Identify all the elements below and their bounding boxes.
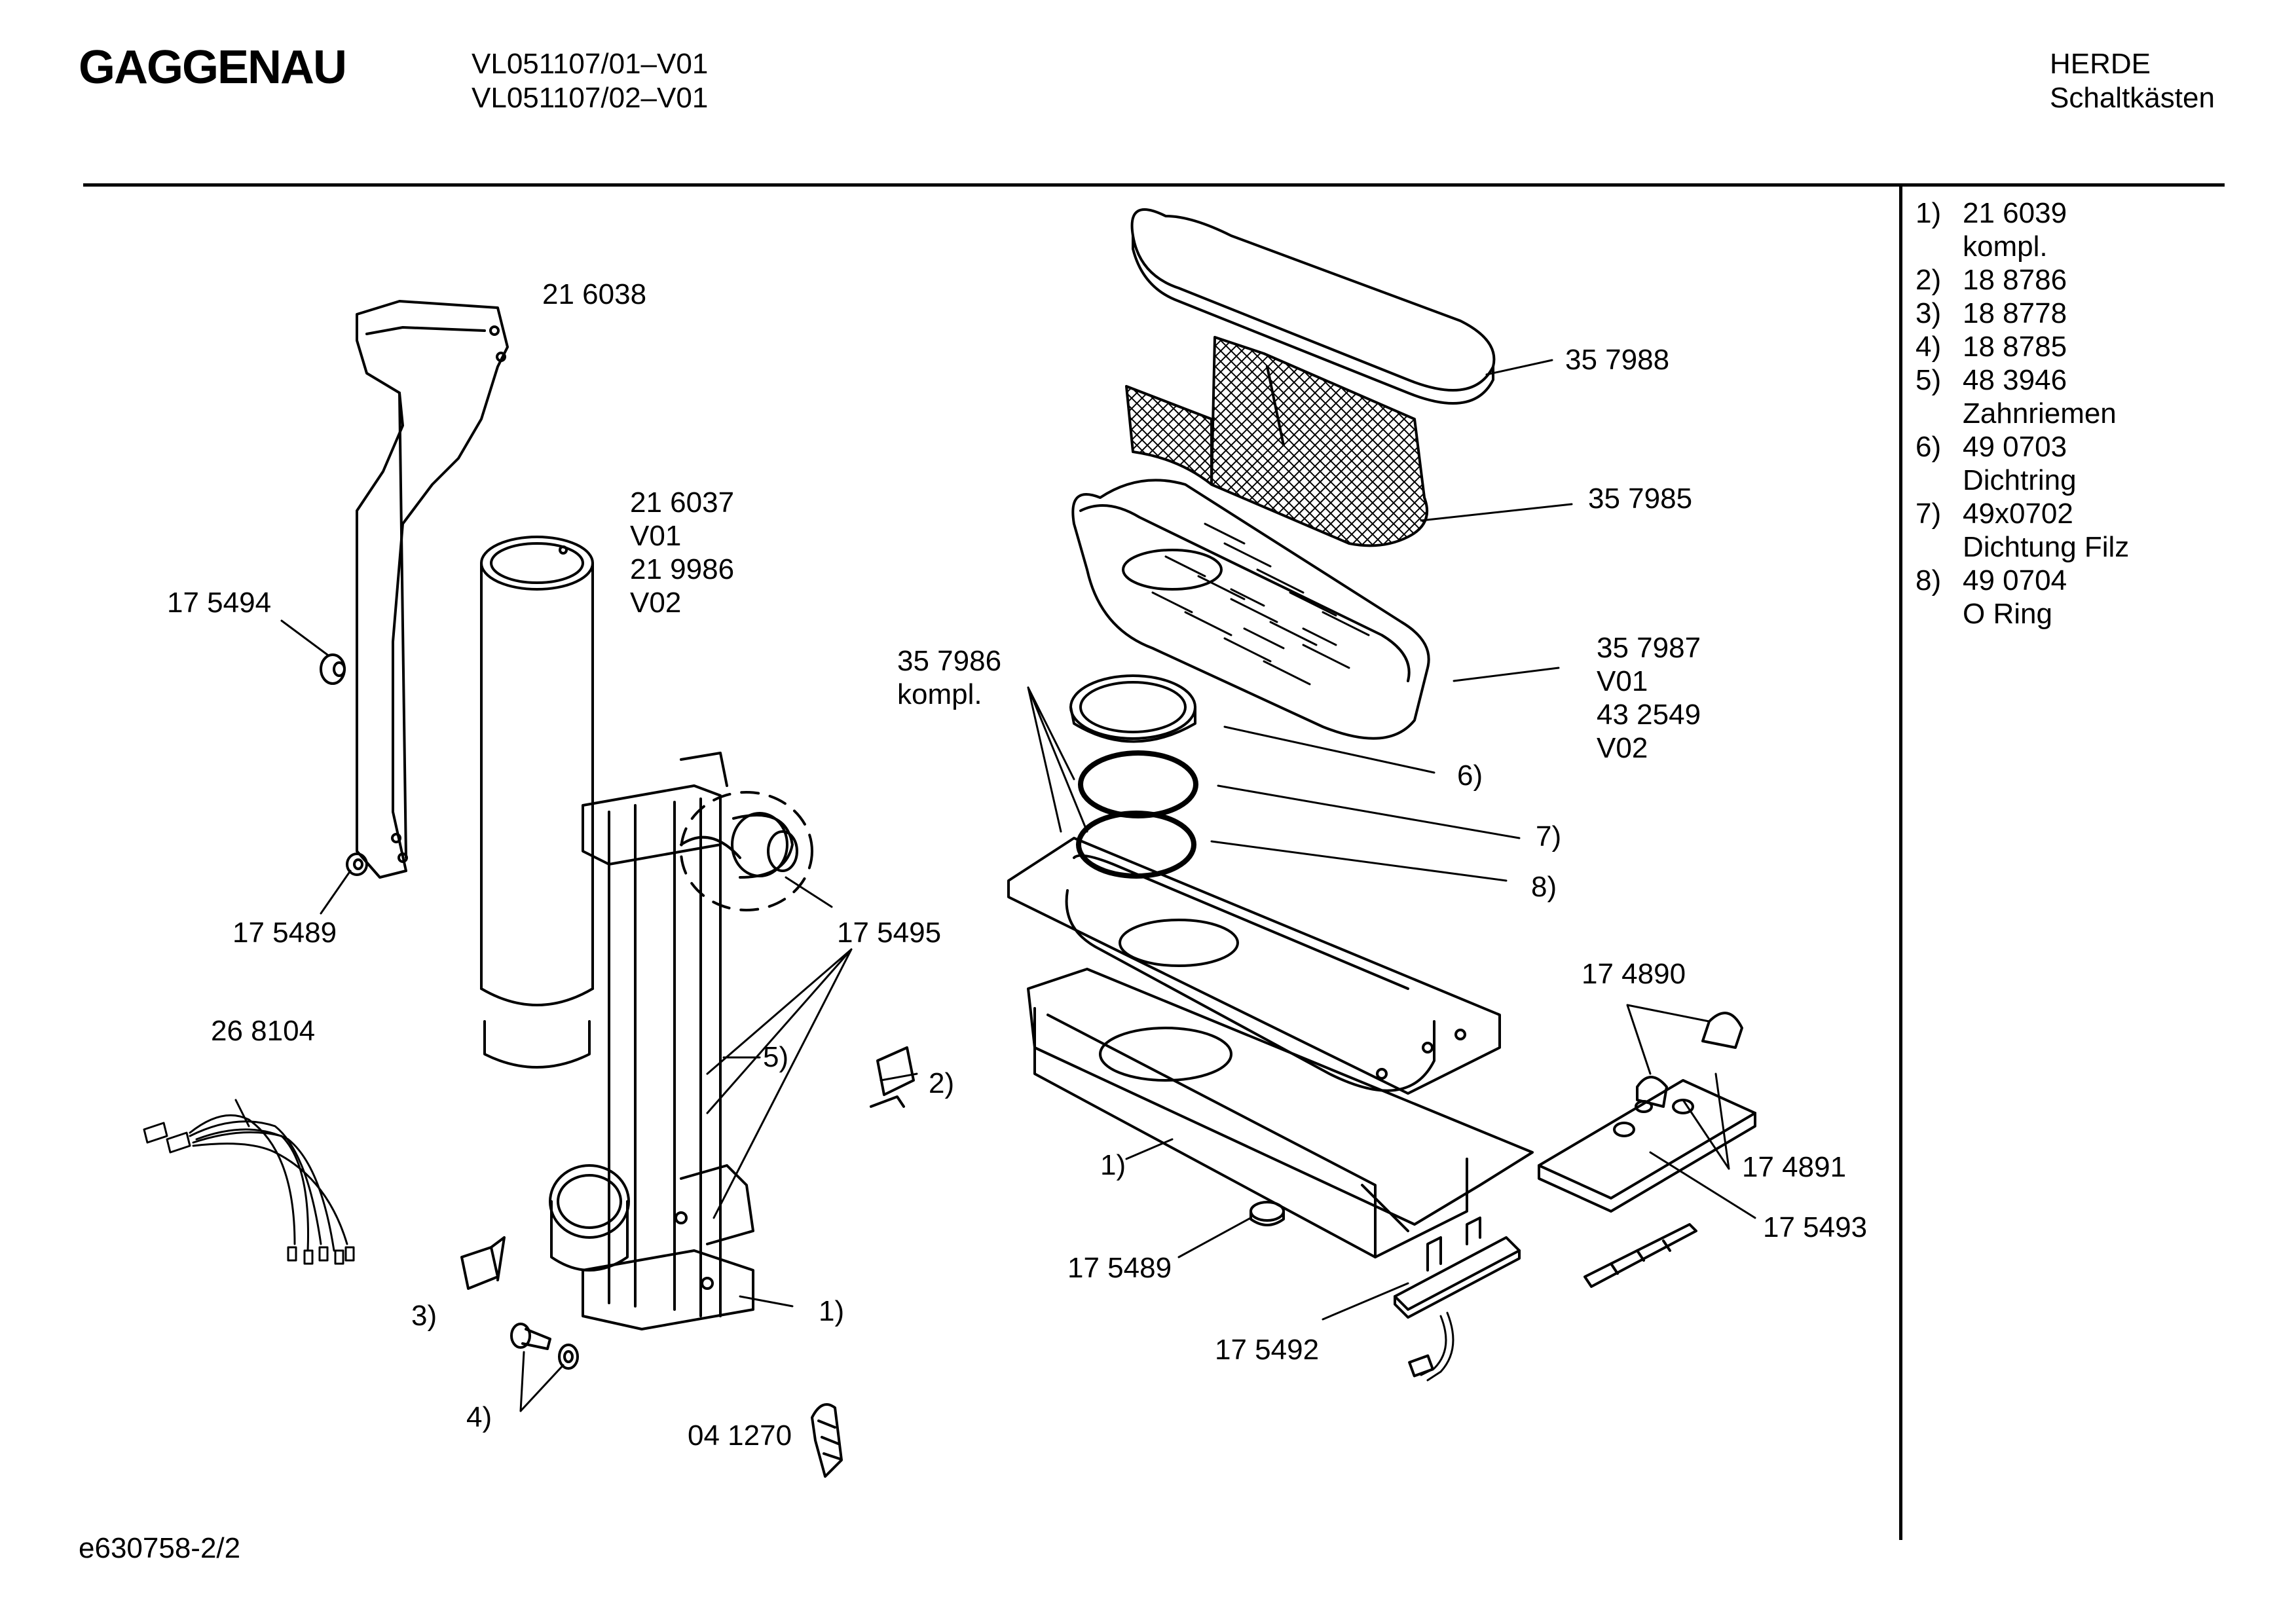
callout-6: 6) xyxy=(1457,760,1483,792)
ring-seal-part xyxy=(1069,674,1198,879)
legend-part: 48 3946 xyxy=(1963,364,2067,396)
legend-num: 7) xyxy=(1916,498,1942,530)
legend-part: 49 0704 xyxy=(1963,564,2067,596)
legend-part: 21 6039 xyxy=(1963,197,2067,229)
microswitch-part xyxy=(460,1046,915,1290)
callout-216037-b: V01 xyxy=(630,520,682,552)
drive-frame-part xyxy=(549,752,813,1330)
legend-num: 2) xyxy=(1916,264,1942,296)
legend-item: 1) 21 6039 kompl. xyxy=(1916,196,2129,263)
category-label: HERDE xyxy=(2050,48,2151,80)
callout-357986-b: kompl. xyxy=(897,678,982,710)
subcategory-label: Schaltkästen xyxy=(2050,82,2215,114)
basket-tray-part xyxy=(1071,479,1430,740)
callout-357988: 35 7988 xyxy=(1565,344,1670,376)
callout-357987-b: V01 xyxy=(1597,665,1648,697)
callout-1a: 1) xyxy=(819,1295,845,1327)
legend-desc: Zahnriemen xyxy=(1963,397,2117,430)
knob-panel-part xyxy=(1538,1079,1756,1213)
callout-357987-c: 43 2549 xyxy=(1597,699,1701,731)
legend-divider xyxy=(1899,185,1902,1540)
legend-num: 6) xyxy=(1916,431,1942,463)
callout-3: 3) xyxy=(411,1300,437,1332)
control-knob-part xyxy=(1636,1012,1743,1108)
legend-desc: kompl. xyxy=(1963,230,2048,263)
callout-041270: 04 1270 xyxy=(688,1420,792,1452)
callout-357987-a: 35 7987 xyxy=(1597,632,1701,664)
legend-part: 49 0703 xyxy=(1963,431,2067,463)
legend-item: 7) 49x0702 Dichtung Filz xyxy=(1916,497,2129,564)
header-divider xyxy=(83,183,2225,187)
bracket-part xyxy=(1583,1223,1697,1288)
callout-357987-d: V02 xyxy=(1597,732,1648,764)
callout-216037-d: V02 xyxy=(630,587,682,619)
callout-268104: 26 8104 xyxy=(211,1015,316,1047)
screw-part xyxy=(510,1323,579,1370)
oval-lid-part xyxy=(1130,208,1496,405)
cable-clip-part xyxy=(811,1403,843,1478)
legend-desc: Dichtung Filz xyxy=(1963,531,2130,563)
legend-item: 3) 18 8778 xyxy=(1916,297,2129,330)
callout-175495: 17 5495 xyxy=(837,917,942,949)
legend-desc: O Ring xyxy=(1963,598,2052,630)
model-number-2: VL051107/02–V01 xyxy=(472,82,709,114)
callout-175494: 17 5494 xyxy=(167,587,272,619)
callout-8: 8) xyxy=(1531,871,1557,903)
callout-175493: 17 5493 xyxy=(1763,1211,1868,1243)
spacer-part xyxy=(320,653,368,876)
parts-legend: 1) 21 6039 kompl. 2) 18 8786 3) 18 8778 4) 1… xyxy=(1916,196,2129,631)
legend-item: 5) 48 3946 Zahnriemen xyxy=(1916,363,2129,430)
legend-num: 8) xyxy=(1916,564,1942,596)
legend-item: 6) 49 0703 Dichtring xyxy=(1916,430,2129,497)
callout-5: 5) xyxy=(763,1041,789,1073)
cylinder-tube-part xyxy=(480,536,594,1069)
legend-item: 8) 49 0704 O Ring xyxy=(1916,564,2129,631)
legend-item: 2) 18 8786 xyxy=(1916,263,2129,297)
callout-174890: 17 4890 xyxy=(1582,958,1686,990)
foot-part xyxy=(1250,1201,1285,1226)
callout-4: 4) xyxy=(466,1401,492,1433)
callout-1b: 1) xyxy=(1100,1149,1126,1181)
side-panel-part xyxy=(356,300,509,879)
legend-num: 4) xyxy=(1916,331,1942,363)
callout-216037-c: 21 9986 xyxy=(630,553,735,585)
callout-216037-a: 21 6037 xyxy=(630,486,735,519)
brand-logo: GAGGENAU xyxy=(79,41,347,94)
legend-part: 18 8786 xyxy=(1963,264,2067,296)
legend-num: 1) xyxy=(1916,197,1942,229)
legend-desc: Dichtring xyxy=(1963,464,2077,496)
control-box-part xyxy=(1027,968,1534,1258)
callout-7: 7) xyxy=(1536,820,1562,852)
legend-num: 3) xyxy=(1916,297,1942,329)
callout-357986-a: 35 7986 xyxy=(897,645,1002,677)
callout-357985: 35 7985 xyxy=(1588,483,1693,515)
circuit-board-part xyxy=(1394,1217,1521,1382)
callout-216038: 21 6038 xyxy=(542,278,647,310)
callout-175492: 17 5492 xyxy=(1215,1334,1320,1366)
trough-part xyxy=(1007,837,1501,1095)
filter-mesh-part xyxy=(1125,336,1428,547)
legend-part: 18 8785 xyxy=(1963,331,2067,363)
legend-part: 49x0702 xyxy=(1963,498,2073,530)
legend-item: 4) 18 8785 xyxy=(1916,330,2129,363)
legend-num: 5) xyxy=(1916,364,1942,396)
model-number-1: VL051107/01–V01 xyxy=(472,48,709,80)
wiring-harness-part xyxy=(143,1114,355,1265)
leader-lines xyxy=(234,359,1756,1412)
callout-174891: 17 4891 xyxy=(1742,1151,1847,1183)
callout-175489-a: 17 5489 xyxy=(232,917,337,949)
document-id: e630758-2/2 xyxy=(79,1532,241,1564)
legend-part: 18 8778 xyxy=(1963,297,2067,329)
callout-175489-b: 17 5489 xyxy=(1067,1252,1172,1284)
callout-2: 2) xyxy=(929,1067,955,1099)
